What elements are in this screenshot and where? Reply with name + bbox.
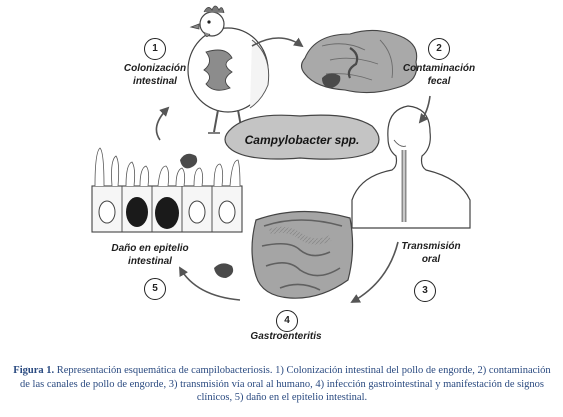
step-5-label-line-1: Daño en epitelio: [111, 243, 189, 254]
step-5-label: Daño en epitelio intestinal: [102, 242, 198, 268]
step-1-label: Colonización intestinal: [112, 62, 198, 88]
center-label: Campylobacter spp.: [244, 133, 360, 147]
epithelium-icon: [91, 147, 243, 233]
chicken-icon: [187, 5, 270, 134]
caption-prefix: Figura 1.: [13, 365, 55, 376]
step-3-number: 3: [414, 280, 436, 302]
step-5-label-line-2: intestinal: [128, 256, 172, 267]
step-2-label: Contaminación fecal: [392, 62, 486, 88]
step-1-number: 1: [144, 38, 166, 60]
diagram-stage: Campylobacter spp. 1 Colonización intest…: [91, 5, 486, 343]
step-4-label-line-1: Gastroenteritis: [250, 331, 322, 342]
step-3-label-line-2: oral: [421, 254, 441, 265]
step-4-number: 4: [276, 310, 298, 332]
step-3-label-line-1: Transmisión: [401, 241, 461, 252]
step-2-label-line-1: Contaminación: [402, 63, 476, 74]
step-1-label-line-2: intestinal: [133, 76, 177, 87]
step-4-label: Gastroenteritis: [236, 330, 336, 343]
figure-caption: Figura 1. Representación esquemática de …: [8, 364, 556, 405]
caption-text: Representación esquemática de campilobac…: [20, 365, 551, 403]
step-2-label-line-2: fecal: [427, 76, 451, 87]
diagram-artwork: [91, 5, 471, 303]
human-head-icon: [351, 105, 471, 229]
bacterium-icon: [180, 73, 380, 278]
step-2-number: 2: [428, 38, 450, 60]
step-3-label: Transmisión oral: [388, 240, 474, 266]
intestine-icon: [251, 210, 354, 299]
step-1-label-line-1: Colonización: [123, 63, 187, 74]
step-5-number: 5: [144, 278, 166, 300]
cycle-arrow-icon: [155, 37, 431, 303]
